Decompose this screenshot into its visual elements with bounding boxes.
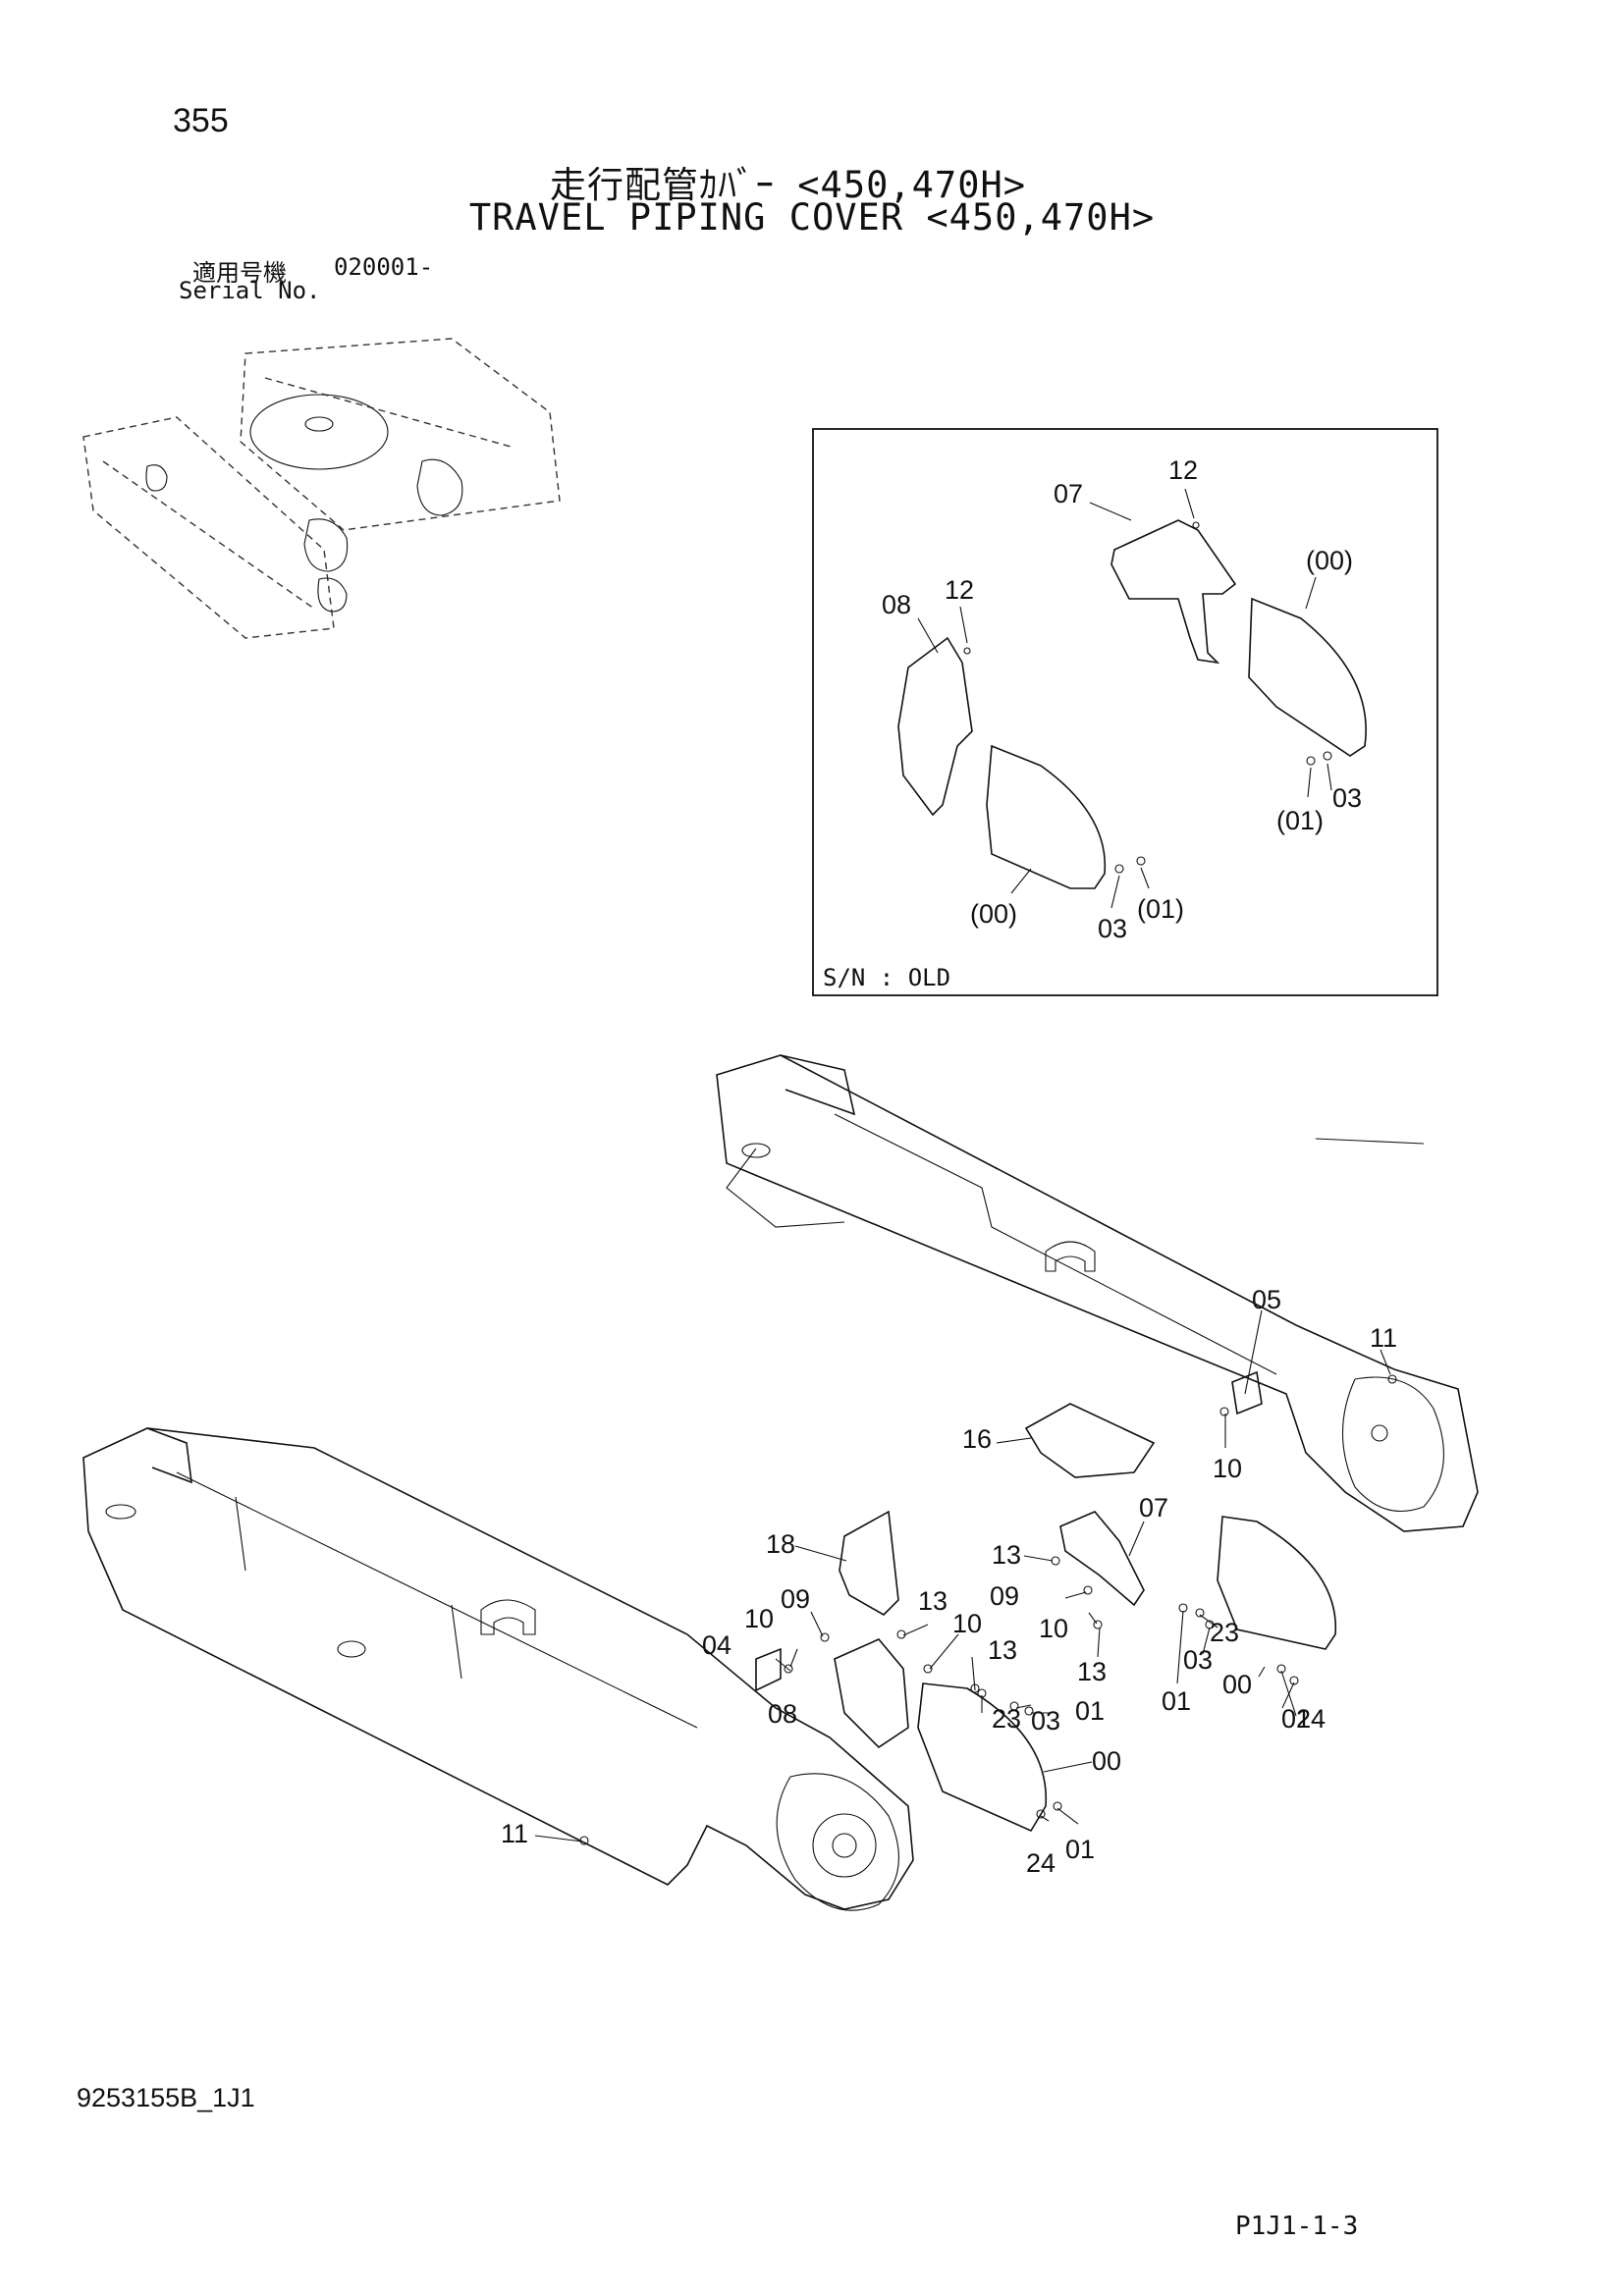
callout-label: 11 <box>1370 1323 1397 1353</box>
inset-callouts: 12 07 (00) 08 12 03 (01) (00) 03 (01) <box>882 455 1362 943</box>
inset-callout: 12 <box>1168 455 1198 485</box>
callout-label: 01 <box>1281 1704 1311 1734</box>
document-number: 9253155B_1J1 <box>77 2083 255 2112</box>
callout-label: 05 <box>1252 1285 1281 1314</box>
callout-label: 01 <box>1162 1686 1191 1716</box>
callout-label: 00 <box>1092 1746 1121 1776</box>
callout-label: 13 <box>1077 1657 1107 1686</box>
callout-label: 16 <box>962 1424 992 1454</box>
callout-label: 00 <box>1222 1670 1252 1699</box>
inset-parts <box>897 488 1367 909</box>
callout-label: 03 <box>1031 1706 1060 1735</box>
callout-label: 18 <box>766 1529 795 1559</box>
track-frame-drawing <box>82 1054 1479 1911</box>
main-callouts: 05 11 16 10 07 18 13 13 09 09 10 10 10 2… <box>501 1285 1397 1878</box>
callout-label: 01 <box>1065 1835 1095 1864</box>
inset-callout: 12 <box>945 575 974 605</box>
callout-label: 13 <box>992 1540 1021 1570</box>
machine-overview-sketch <box>82 338 561 639</box>
callout-label: 13 <box>988 1635 1017 1665</box>
callout-label: 10 <box>1213 1454 1242 1483</box>
inset-callout: (01) <box>1137 894 1184 924</box>
callout-label: 11 <box>501 1819 528 1848</box>
serial-label-japanese: 適用号機 <box>192 259 287 287</box>
title-english: TRAVEL PIPING COVER <450,470H> <box>468 196 1156 239</box>
serial-value: 020001- <box>334 253 434 281</box>
callout-label: 07 <box>1139 1493 1168 1522</box>
inset-callout: (00) <box>1306 546 1353 575</box>
callout-label: 10 <box>744 1604 774 1633</box>
callout-label: 24 <box>1026 1848 1056 1878</box>
page-number: 355 <box>173 102 229 139</box>
callout-label: 10 <box>1039 1614 1068 1643</box>
title-japanese: 走行配管ｶﾊﾞｰ <450,470H> <box>550 164 1027 206</box>
callout-label: 24 <box>1296 1704 1326 1734</box>
inset-callout: (01) <box>1276 806 1324 835</box>
callout-label: 23 <box>992 1704 1021 1734</box>
callout-label: 10 <box>952 1609 982 1638</box>
inset-callout: 03 <box>1098 914 1127 943</box>
callout-label: 09 <box>990 1581 1019 1611</box>
inset-callout: (00) <box>970 899 1017 929</box>
inset-callout: 08 <box>882 590 911 619</box>
callout-label: 04 <box>702 1630 731 1660</box>
callout-label: 08 <box>768 1699 797 1729</box>
callout-label: 03 <box>1183 1645 1213 1675</box>
inset-callout: 03 <box>1332 783 1362 813</box>
inset-caption: S/N : OLD <box>823 964 951 991</box>
callout-label: 23 <box>1210 1618 1239 1647</box>
inset-callout: 07 <box>1054 479 1083 508</box>
callout-label: 09 <box>781 1584 810 1614</box>
callout-label: 13 <box>918 1586 947 1616</box>
inset-frame <box>812 428 1438 996</box>
callout-label: 01 <box>1075 1696 1105 1726</box>
serial-label-english: Serial No. <box>179 277 321 304</box>
page-code: P1J1-1-3 <box>1235 2212 1359 2241</box>
